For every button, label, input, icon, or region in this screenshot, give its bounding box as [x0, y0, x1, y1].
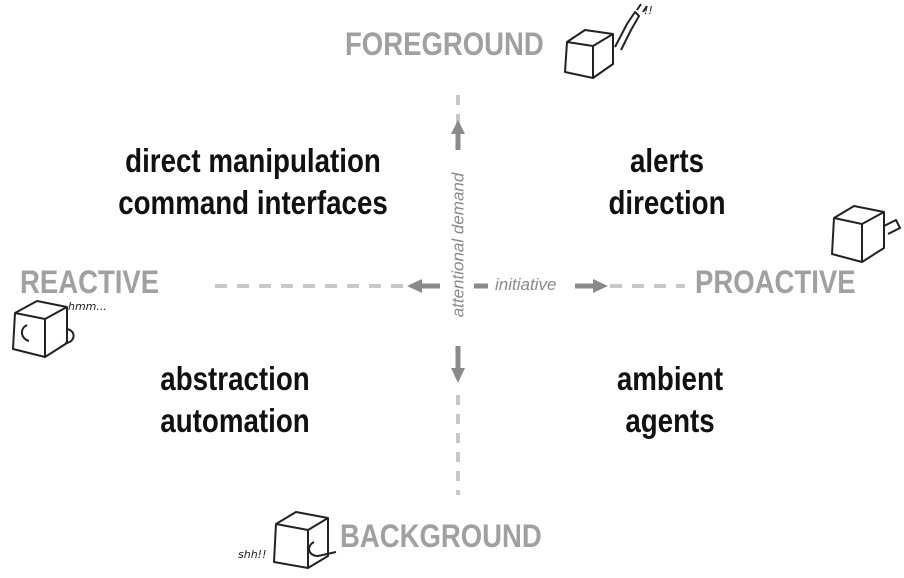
- arrow-up-icon: [451, 120, 465, 150]
- quadrant-top-left-line-1: direct manipulation: [125, 142, 381, 179]
- quadrant-bottom-left-line-2: automation: [160, 402, 310, 439]
- arrow-down-icon: [451, 346, 465, 383]
- cube-doodle-background-icon: [273, 511, 337, 569]
- cube-doodle-reactive-icon: [12, 300, 75, 358]
- reactive-doodle-note: hmm...: [68, 300, 107, 313]
- quadrant-top-right-line-2: direction: [608, 184, 726, 221]
- arrow-left-icon: [407, 279, 440, 293]
- quadrant-bottom-right: ambient agents: [603, 358, 737, 442]
- arrow-right-icon: [575, 279, 608, 293]
- axis-label-background: BACKGROUND: [340, 518, 542, 554]
- foreground-doodle-note: !!: [644, 4, 653, 17]
- horizontal-axis-label: initiative: [495, 275, 557, 294]
- quadrant-top-right: alerts direction: [596, 140, 739, 224]
- quadrant-bottom-left-line-1: abstraction: [160, 360, 310, 397]
- cube-doodle-proactive-icon: [831, 205, 901, 263]
- quadrant-top-right-line-1: alerts: [630, 142, 704, 179]
- vertical-axis-label: attentional demand: [448, 172, 468, 318]
- quadrant-top-left: direct manipulation command interfaces: [114, 140, 391, 224]
- background-doodle-note: shh!!: [238, 548, 267, 561]
- axis-label-proactive: PROACTIVE: [695, 264, 856, 300]
- axis-label-foreground: FOREGROUND: [345, 26, 544, 62]
- cube-doodle-foreground-icon: [564, 3, 648, 79]
- quadrant-bottom-right-line-1: ambient: [616, 360, 724, 397]
- quadrant-top-left-line-2: command interfaces: [118, 184, 388, 221]
- quadrant-bottom-right-line-2: agents: [625, 402, 715, 439]
- axis-label-reactive: REACTIVE: [20, 264, 160, 300]
- quadrant-bottom-left: abstraction automation: [155, 358, 315, 442]
